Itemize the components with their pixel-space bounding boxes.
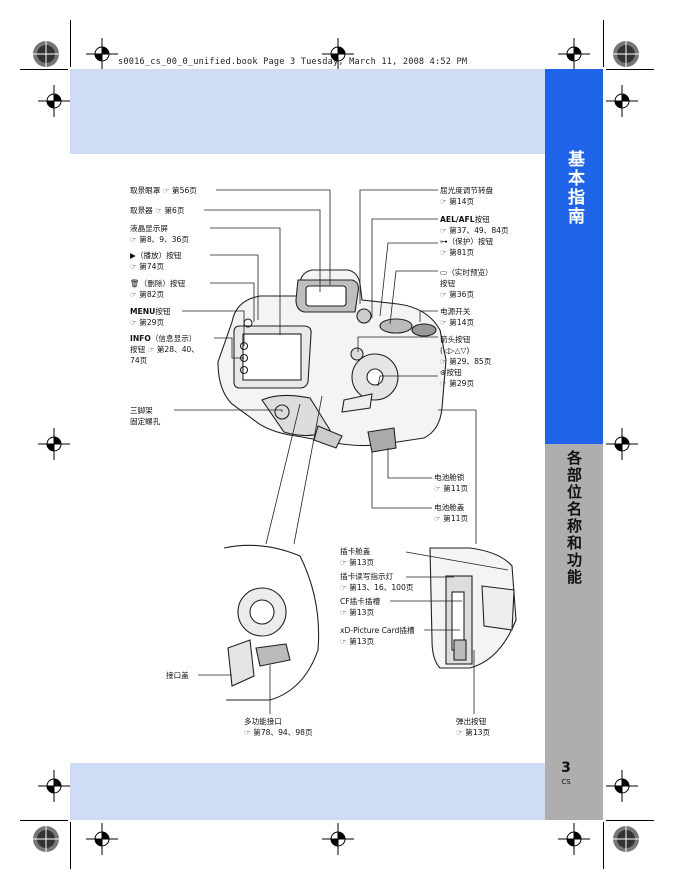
label-eject-button: 弹出按钮 ☞ 第13页 xyxy=(456,717,491,737)
page-ref-icon: ☞ xyxy=(440,248,447,257)
registration-mark-br xyxy=(612,825,640,853)
label-viewfinder: 取景器 ☞ 第6页 xyxy=(130,206,185,215)
label-card-lamp: 插卡读写指示灯 ☞ 第13、16、100页 xyxy=(340,572,414,592)
side-tab-basic-guide[interactable]: 基本指南 xyxy=(564,150,584,226)
page-ref-icon: ☞ xyxy=(456,728,463,737)
registration-mark-bl xyxy=(32,825,60,853)
label-xd-slot: xD-Picture Card插槽 ☞ 第13页 xyxy=(340,626,415,646)
page-ref-icon: ☞ xyxy=(440,318,447,327)
label-play-button: ▶（播放）按钮 ☞ 第74页 xyxy=(130,251,182,271)
label-lcd: 液晶显示屏 ☞ 第8、9、36页 xyxy=(130,224,189,244)
registration-mark-tr xyxy=(612,40,640,68)
label-tripod-socket: 三脚架 固定螺孔 xyxy=(130,406,161,426)
trim-line xyxy=(603,822,604,869)
page-ref-icon: ☞ xyxy=(244,728,251,737)
card-slot-inset xyxy=(429,544,520,700)
page-ref-icon: ☞ xyxy=(162,186,170,195)
play-icon: ▶ xyxy=(130,251,136,260)
page-ref-icon: ☞ xyxy=(130,318,137,327)
header-band xyxy=(70,69,545,154)
label-connector-cover: 接口盖 xyxy=(166,671,189,680)
label-cf-slot: CF插卡插槽 ☞ 第13页 xyxy=(340,597,381,617)
ok-icon: ⊛ xyxy=(440,368,447,377)
label-battery-cover: 电池舱盖 ☞ 第11页 xyxy=(434,503,469,523)
page-ref-icon: ☞ xyxy=(440,379,447,388)
label-liveview-button: ▭（实时预览） 按钮 ☞ 第36页 xyxy=(440,268,493,299)
label-power-switch: 电源开关 ☞ 第14页 xyxy=(440,307,475,327)
trim-line xyxy=(70,822,71,869)
page-ref-icon: ☞ xyxy=(155,206,163,215)
page-ref-icon: ☞ xyxy=(440,357,447,366)
trim-line xyxy=(603,20,604,67)
page-ref-icon: ☞ xyxy=(434,484,441,493)
crosshair-mark xyxy=(322,38,354,70)
crosshair-mark xyxy=(558,38,590,70)
page-ref-icon: ☞ xyxy=(434,514,441,523)
arrow-pad-icon: (◁▷△▽) xyxy=(440,346,470,355)
trim-line xyxy=(20,820,68,821)
label-menu-button: MENU按钮 ☞ 第29页 xyxy=(130,307,171,327)
label-info-button: INFO（信息显示） 按钮 ☞ 第28、40、 74页 xyxy=(130,334,199,365)
page-number: 3 xyxy=(561,760,571,776)
page-ref-icon: ☞ xyxy=(147,345,155,354)
label-diopter-dial: 屈光度调节转盘 ☞ 第14页 xyxy=(440,186,494,206)
label-card-cover: 插卡舱盖 ☞ 第13页 xyxy=(340,547,375,567)
crosshair-mark xyxy=(606,85,638,117)
connector-inset xyxy=(222,542,320,701)
page-ref-icon: ☞ xyxy=(130,235,137,244)
camera-body-illustration xyxy=(217,269,447,453)
crosshair-mark xyxy=(606,770,638,802)
crosshair-mark xyxy=(322,823,354,855)
page-ref-icon: ☞ xyxy=(340,608,347,617)
crosshair-mark xyxy=(86,38,118,70)
crosshair-mark xyxy=(38,428,70,460)
label-ael-afl-button: AEL/AFL按钮 ☞ 第37、49、84页 ⊶（保护）按钮 ☞ 第81页 xyxy=(440,215,509,257)
registration-mark-tl xyxy=(32,40,60,68)
page-ref-icon: ☞ xyxy=(440,290,447,299)
crosshair-mark xyxy=(38,85,70,117)
trim-line xyxy=(70,20,71,67)
label-battery-lock: 电池舱锁 ☞ 第11页 xyxy=(434,473,469,493)
crosshair-mark xyxy=(38,770,70,802)
label-erase-button: 🗑（删除）按钮 ☞ 第82页 xyxy=(130,279,186,299)
label-eyecup: 取景眼罩 ☞ 第56页 xyxy=(130,186,197,195)
crosshair-mark xyxy=(558,823,590,855)
page-language: CS xyxy=(561,778,571,786)
page-ref-icon: ☞ xyxy=(130,262,137,271)
label-multi-connector: 多功能接口 ☞ 第78、94、98页 xyxy=(244,717,313,737)
trash-icon: 🗑 xyxy=(130,279,140,288)
liveview-icon: ▭ xyxy=(440,268,448,277)
page-ref-icon: ☞ xyxy=(340,637,347,646)
side-tab-part-names[interactable]: 各部位名称和功能 xyxy=(565,450,583,586)
key-icon: ⊶ xyxy=(440,237,448,246)
print-slug: s0016_cs_00_0_unified.book Page 3 Tuesda… xyxy=(118,57,468,67)
footer-band xyxy=(70,763,545,820)
crosshair-mark xyxy=(606,428,638,460)
page-ref-icon: ☞ xyxy=(440,197,447,206)
trim-line xyxy=(606,820,654,821)
page-ref-icon: ☞ xyxy=(440,226,447,235)
page-ref-icon: ☞ xyxy=(130,290,137,299)
page-ref-icon: ☞ xyxy=(340,558,347,567)
trim-line xyxy=(20,69,68,70)
label-arrow-pad: 箭头按钮 (◁▷△▽) ☞ 第29、85页 ⊛按钮 ☞ 第29页 xyxy=(440,335,492,388)
trim-line xyxy=(606,69,654,70)
side-tab-active xyxy=(545,69,603,444)
crosshair-mark xyxy=(86,823,118,855)
page-ref-icon: ☞ xyxy=(340,583,347,592)
